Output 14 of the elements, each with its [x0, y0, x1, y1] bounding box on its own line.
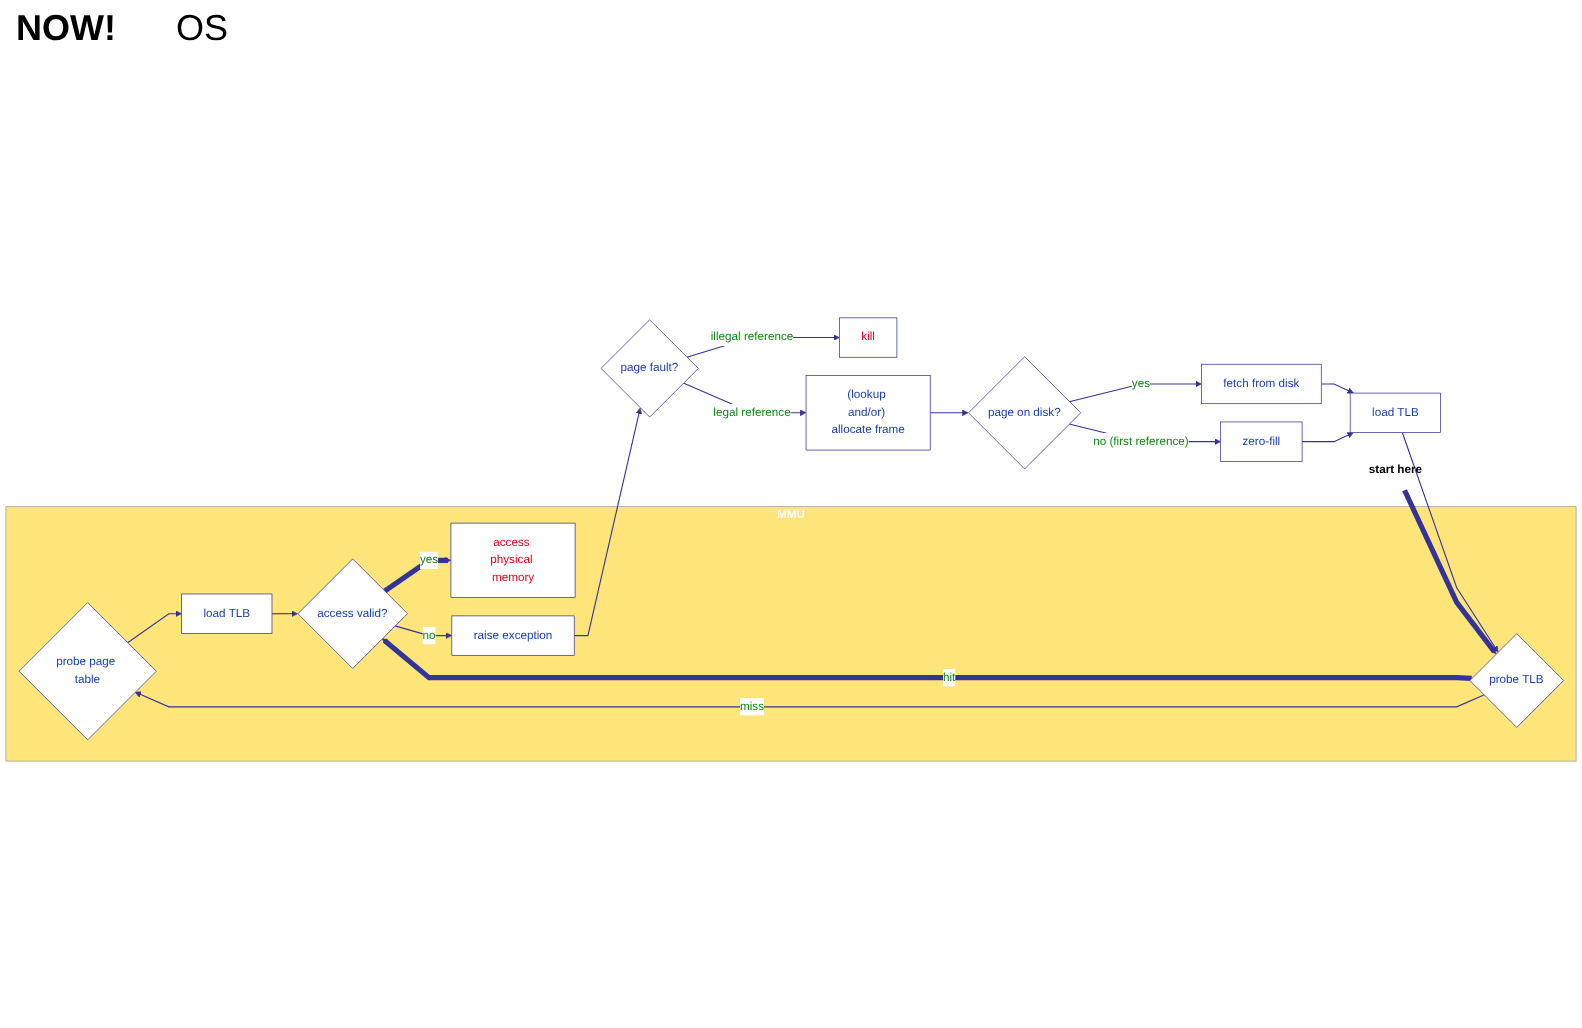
arrow	[1402, 489, 1497, 655]
arrow	[1401, 432, 1499, 653]
arrow	[127, 611, 182, 644]
note-text: NOW!	[16, 8, 116, 50]
arrow	[929, 410, 969, 417]
arrow	[381, 638, 1472, 682]
arrow	[1301, 432, 1354, 443]
arrow	[383, 557, 452, 594]
arrow	[134, 692, 1485, 708]
arrow	[394, 625, 453, 640]
arrow	[1320, 383, 1354, 395]
note-text: OS	[175, 8, 228, 50]
arrow	[573, 408, 643, 637]
arrow	[271, 611, 298, 618]
